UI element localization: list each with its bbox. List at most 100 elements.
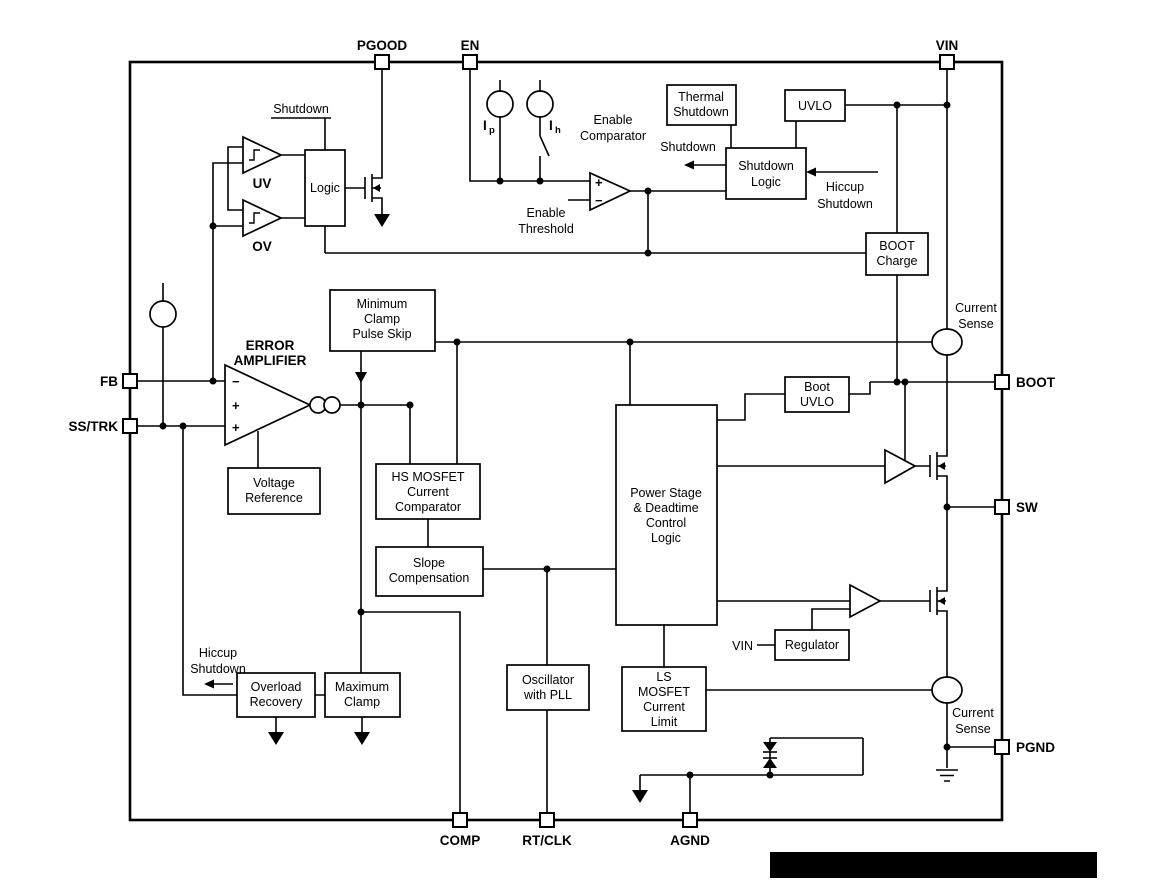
box-outline [621, 666, 707, 732]
block-label: MOSFET [638, 685, 690, 699]
current-sense-bottom-label: Sense [955, 722, 990, 736]
current-sense-icon [931, 676, 963, 704]
block-label: Thermal [678, 90, 724, 104]
block-label: Logic [751, 175, 781, 189]
current-sense-icon [931, 328, 963, 356]
block-label: Pulse Skip [352, 327, 411, 341]
current-source-icon [149, 300, 177, 328]
enable-comparator-label: Enable [594, 113, 633, 127]
comparator-triangle [242, 135, 283, 175]
pin-sw [994, 499, 1010, 515]
box-outline [865, 232, 929, 276]
block-label: Shutdown [673, 105, 729, 119]
pin-agnd [682, 812, 698, 828]
pin-comp [452, 812, 468, 828]
comparator-triangle [589, 171, 633, 212]
block-label: Overload [251, 680, 302, 694]
plus-input-label: + [232, 420, 240, 435]
box-outline [236, 672, 316, 718]
box-outline [774, 629, 850, 661]
pin-label-pgood: PGOOD [357, 38, 408, 53]
pin-pgood [374, 54, 390, 70]
block-label: HS MOSFET [392, 470, 465, 484]
error-amplifier-label: ERROR [246, 338, 295, 353]
current-sense-bottom-label: Current [952, 706, 994, 720]
box-outline [304, 149, 346, 227]
enable-threshold-label: Threshold [518, 222, 574, 236]
pin-vin [939, 54, 955, 70]
block-label: Current [407, 485, 449, 499]
diode-icon [763, 742, 777, 752]
hysteresis-icon [249, 212, 260, 224]
enable-comparator-symbol: + − [589, 171, 633, 212]
ih-current-source [526, 90, 554, 118]
box-outline [375, 546, 484, 597]
box-outline [784, 376, 850, 413]
box-outline [329, 289, 436, 352]
hysteresis-icon [249, 149, 260, 161]
block-label: UVLO [800, 395, 834, 409]
block-overload-recovery: Overload Recovery [236, 672, 316, 718]
box-outline [784, 89, 846, 122]
block-label: Logic [310, 181, 340, 195]
pin-en [462, 54, 478, 70]
error-amplifier-symbol: − + + [224, 363, 341, 447]
box-outline [615, 404, 718, 626]
block-logic: Logic [304, 149, 346, 227]
redacted-footer-bar [770, 852, 1097, 878]
ih-subscript: h [555, 125, 561, 136]
pin-label-pgnd: PGND [1016, 740, 1055, 755]
ip-subscript: p [489, 125, 495, 136]
hiccup-shutdown-left-label: Shutdown [190, 662, 246, 676]
block-label: Logic [651, 531, 681, 545]
hs-mosfet [929, 444, 948, 488]
block-oscillator: Oscillator with PLL [506, 664, 590, 711]
block-label: LS [656, 670, 671, 684]
ov-label: OV [252, 239, 272, 254]
ground-bars-icon [936, 769, 958, 782]
pin-label-rt-clk: RT/CLK [522, 833, 572, 848]
block-label: Maximum [335, 680, 389, 694]
block-power-stage: Power Stage & Deadtime Control Logic [615, 404, 718, 626]
box-outline [227, 467, 321, 515]
pin-label-fb: FB [100, 374, 118, 389]
pin-ss-trk [122, 418, 138, 434]
pin-rt-clk [539, 812, 555, 828]
uv-comparator [242, 135, 283, 175]
block-label: Clamp [344, 695, 380, 709]
block-regulator: Regulator [774, 629, 850, 661]
diode-icon [763, 758, 777, 768]
block-boot-uvlo: Boot UVLO [784, 376, 850, 413]
block-label: BOOT [879, 239, 915, 253]
current-sense-top-label: Sense [958, 317, 993, 331]
agnd-pgnd-diodes [763, 742, 777, 768]
block-label: Shutdown [738, 159, 794, 173]
hiccup-shutdown-right-label: Shutdown [817, 197, 873, 211]
comparator-triangle [242, 198, 283, 238]
block-label: with PLL [523, 688, 572, 702]
block-maximum-clamp: Maximum Clamp [324, 672, 401, 718]
pin-label-sw: SW [1016, 500, 1038, 515]
ov-comparator [242, 198, 283, 238]
driver-triangle [849, 583, 882, 619]
output-stage-icon [323, 396, 341, 414]
earth-ground-symbol [936, 769, 958, 782]
block-label: Minimum [357, 297, 408, 311]
pin-fb [122, 373, 138, 389]
block-shutdown-logic: Shutdown Logic [725, 147, 807, 200]
chip-boundary [128, 60, 1004, 822]
error-amplifier-label: AMPLIFIER [234, 353, 307, 368]
block-label: Control [646, 516, 686, 530]
block-voltage-reference: Voltage Reference [227, 467, 321, 515]
block-slope-compensation: Slope Compensation [375, 546, 484, 597]
block-ls-current-limit: LS MOSFET Current Limit [621, 666, 707, 732]
enable-threshold-label: Enable [527, 206, 566, 220]
hiccup-shutdown-left-label: Hiccup [199, 646, 237, 660]
block-uvlo: UVLO [784, 89, 846, 122]
pin-label-comp: COMP [440, 833, 481, 848]
ip-label: I [483, 118, 487, 133]
block-label: UVLO [798, 99, 832, 113]
block-label: Comparator [395, 500, 461, 514]
pin-label-en: EN [461, 38, 480, 53]
